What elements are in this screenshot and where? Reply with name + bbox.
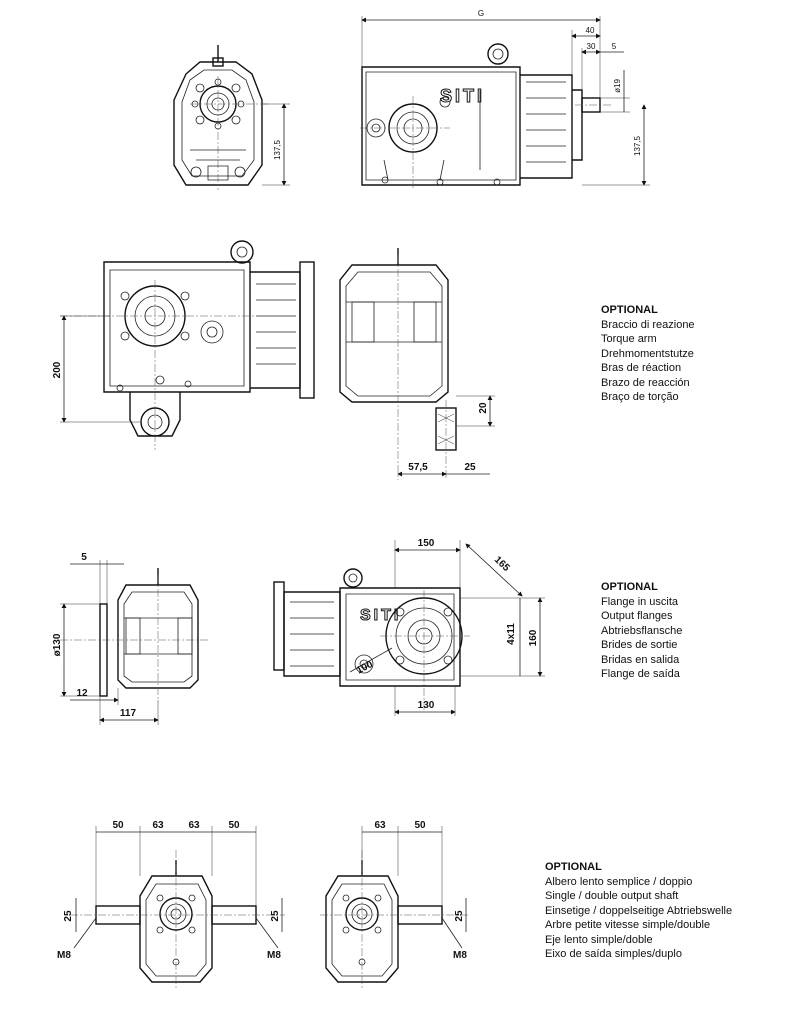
caption-line: Single / double output shaft (545, 890, 679, 902)
flange-side-view: SITI 150 165 4x11 160 100 130 (273, 538, 545, 716)
caption-line: Brides de sortie (601, 639, 678, 651)
caption-line: Abtriebsflansche (601, 624, 683, 637)
caption-line: Bridas en salida (601, 653, 680, 666)
dim-137-left: 137,5 (273, 139, 282, 160)
dim-12: 12 (76, 688, 88, 699)
caption-line: Eje lento simple/doble (545, 933, 653, 946)
flange-end-view: ø130 5 12 117 (52, 552, 210, 725)
dim-m8-right: M8 (267, 950, 281, 961)
single-shaft-view: 63 50 25 M8 (320, 820, 470, 990)
dim-single-63: 63 (374, 820, 386, 831)
dim-shaft-25-right: 25 (270, 910, 281, 922)
dim-dia19: ø19 (613, 79, 622, 93)
caption-line: Albero lento semplice / doppio (545, 875, 693, 888)
dim-shaft-25-left: 25 (63, 910, 74, 922)
dim-137-right: 137,5 (633, 135, 642, 156)
dim-dia130: ø130 (52, 633, 63, 656)
caption-line: Drehmomentstutze (601, 347, 694, 360)
caption-line: Arbre petite vitesse simple/double (545, 919, 711, 931)
caption-line: Einsetige / doppelseitige Abtriebswelle (545, 904, 733, 917)
caption-line: Braccio di reazione (601, 318, 695, 331)
caption-line: Flange in uscita (601, 595, 679, 608)
dim-200: 200 (52, 361, 63, 378)
brand-logo-flange: SITI (360, 607, 401, 624)
dim-5: 5 (612, 42, 617, 51)
dim-shaft-50-right: 50 (228, 820, 240, 831)
caption-heading: OPTIONAL (601, 581, 658, 593)
double-shaft-view: 50 63 63 50 25 25 M8 M8 (57, 820, 285, 990)
caption-torque-arm: OPTIONAL Braccio di reazione Torque arm … (601, 303, 695, 405)
dim-20: 20 (478, 402, 489, 414)
dim-shaft-63-left: 63 (152, 820, 164, 831)
dim-100: 100 (355, 659, 375, 677)
dim-117: 117 (120, 708, 137, 719)
side-view-gearbox: SITI G 40 30 5 ø19 137,5 (360, 9, 650, 190)
dim-shaft-50-left: 50 (112, 820, 124, 831)
front-view-gearbox: 137,5 (173, 45, 290, 190)
dim-30: 30 (587, 42, 596, 51)
torque-arm-side-view: 200 (52, 240, 315, 450)
caption-line: Flange de saída (601, 668, 680, 680)
caption-line: Braço de torção (601, 391, 679, 403)
dim-G: G (478, 9, 484, 18)
torque-arm-end-view: 20 57,5 25 (339, 248, 495, 480)
caption-heading: OPTIONAL (601, 304, 658, 316)
dim-4x11: 4x11 (506, 623, 517, 645)
dim-single-50: 50 (414, 820, 426, 831)
caption-heading: OPTIONAL (545, 861, 602, 873)
caption-line: Torque arm (601, 333, 657, 345)
dim-single-25: 25 (454, 910, 465, 922)
dim-40: 40 (586, 26, 595, 35)
brand-logo-top: SITI (440, 86, 485, 106)
caption-line: Bras de réaction (601, 362, 682, 374)
dim-shaft-63-right: 63 (188, 820, 200, 831)
dim-single-m8: M8 (453, 950, 467, 961)
caption-line: Output flanges (601, 610, 673, 622)
caption-output-flanges: OPTIONAL Flange in uscita Output flanges… (601, 580, 682, 682)
dim-57-5: 57,5 (408, 462, 428, 473)
dim-160: 160 (528, 629, 539, 646)
dim-m8-left: M8 (57, 950, 71, 961)
caption-line: Eixo de saída simples/duplo (545, 948, 682, 960)
dim-flange-5: 5 (81, 552, 87, 563)
caption-output-shaft: OPTIONAL Albero lento semplice / doppio … (545, 860, 732, 962)
caption-line: Brazo de reacción (601, 376, 690, 389)
dim-130: 130 (418, 700, 435, 711)
dim-150: 150 (418, 538, 435, 549)
dim-25: 25 (464, 462, 476, 473)
